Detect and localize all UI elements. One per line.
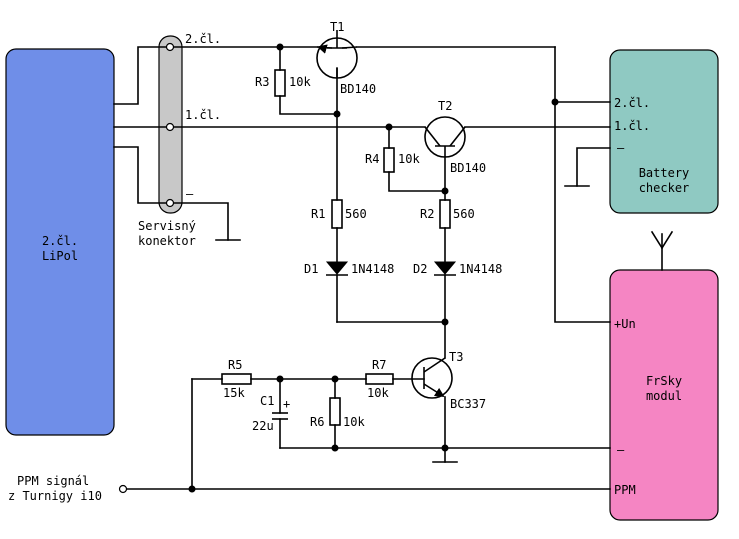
connector-name-line2: konektor bbox=[138, 234, 196, 248]
r7-value: 10k bbox=[367, 386, 389, 400]
frsky-pin-ppm: PPM bbox=[614, 483, 636, 497]
battery-wiring bbox=[113, 46, 241, 241]
junction-dot bbox=[331, 444, 339, 452]
transistor-t2: T2 BD140 bbox=[424, 99, 486, 175]
battery-checker-block: 2.čl. 1.čl. – Battery checker bbox=[609, 49, 719, 214]
frsky-pin-un: +Un bbox=[614, 317, 636, 331]
frsky-module-body bbox=[609, 269, 719, 521]
cell2-rail bbox=[173, 43, 611, 323]
r3-value: 10k bbox=[289, 75, 311, 89]
r4-value: 10k bbox=[398, 152, 420, 166]
d1-value: 1N4148 bbox=[351, 262, 394, 276]
junction-dot bbox=[441, 318, 449, 326]
ppm-input: PPM signál z Turnigy i10 bbox=[8, 474, 611, 503]
c1-polarity: + bbox=[283, 397, 290, 411]
c1-ref: C1 bbox=[260, 394, 274, 408]
cell1-rail bbox=[173, 123, 611, 131]
r5-value: 15k bbox=[223, 386, 245, 400]
battery-checker-pin-minus: – bbox=[617, 141, 625, 155]
d1-ref: D1 bbox=[304, 262, 318, 276]
lipol-battery-block: 2.čl. LiPol bbox=[5, 48, 115, 436]
r3-ref: R3 bbox=[255, 75, 269, 89]
r6-value: 10k bbox=[343, 415, 365, 429]
resistor-r3: R3 10k bbox=[255, 69, 311, 97]
frsky-label-line1: FrSky bbox=[646, 374, 682, 388]
t3-value: BC337 bbox=[450, 397, 486, 411]
d2-value: 1N4148 bbox=[459, 262, 502, 276]
resistor-r4: R4 10k bbox=[365, 147, 420, 173]
ppm-input-label-line2: z Turnigy i10 bbox=[8, 489, 102, 503]
t2-ref: T2 bbox=[438, 99, 452, 113]
junction-dot bbox=[551, 98, 559, 106]
diode-d2-icon bbox=[433, 261, 457, 275]
diode-d1: D1 1N4148 bbox=[304, 227, 394, 323]
junction-dot bbox=[188, 485, 196, 493]
r2-value: 560 bbox=[453, 207, 475, 221]
diode-join-wiring bbox=[336, 318, 449, 359]
frsky-pin-minus: – bbox=[617, 443, 625, 457]
battery-checker-label-line2: checker bbox=[639, 181, 690, 195]
resistor-r7: R7 10k bbox=[365, 358, 394, 400]
connector-pin-1-icon bbox=[165, 122, 175, 132]
t3-ref: T3 bbox=[449, 350, 463, 364]
connector-pin-1-label: 1.čl. bbox=[185, 108, 221, 122]
junction-dot bbox=[441, 444, 449, 452]
connector-pin-minus-label: – bbox=[186, 187, 194, 201]
lipol-label-line1: 2.čl. bbox=[42, 234, 78, 248]
transistor-t1: T1 BD140 bbox=[316, 20, 376, 96]
t3-base-network bbox=[191, 375, 611, 490]
resistor-r2: R2 560 bbox=[420, 199, 475, 229]
ppm-input-terminal-icon bbox=[118, 484, 128, 494]
d2-ref: D2 bbox=[413, 262, 427, 276]
resistor-r5: R5 15k bbox=[221, 358, 252, 400]
r7-ref: R7 bbox=[372, 358, 386, 372]
junction-dot bbox=[441, 187, 449, 195]
r1-ref: R1 bbox=[311, 207, 325, 221]
t1-bias-wiring bbox=[279, 46, 341, 201]
battery-checker-label-line1: Battery bbox=[639, 166, 690, 180]
battery-checker-body bbox=[609, 49, 719, 214]
transistor-t3: T3 BC337 bbox=[411, 350, 486, 463]
r1-value: 560 bbox=[345, 207, 367, 221]
r5-ref: R5 bbox=[228, 358, 242, 372]
c1-value: 22u bbox=[252, 419, 274, 433]
connector-pin-2-label: 2.čl. bbox=[185, 32, 221, 46]
t2-bias-wiring bbox=[388, 126, 449, 201]
ppm-input-label-line1: PPM signál bbox=[17, 474, 89, 488]
r4-ref: R4 bbox=[365, 152, 379, 166]
junction-dot bbox=[333, 110, 341, 118]
resistor-r6: R6 10k bbox=[310, 397, 365, 429]
service-connector: 2.čl. 1.čl. – Servisný konektor bbox=[138, 32, 221, 248]
checker-ground-wiring bbox=[564, 147, 611, 187]
r6-ref: R6 bbox=[310, 415, 324, 429]
battery-checker-pin-2: 2.čl. bbox=[614, 96, 650, 110]
capacitor-c1: + C1 22u bbox=[252, 394, 290, 433]
t2-value: BD140 bbox=[450, 161, 486, 175]
battery-checker-pin-1: 1.čl. bbox=[614, 119, 650, 133]
frsky-module-block: +Un FrSky modul – PPM bbox=[609, 230, 719, 521]
antenna-icon bbox=[650, 230, 674, 271]
connector-name-line1: Servisný bbox=[138, 219, 196, 233]
frsky-label-line2: modul bbox=[646, 389, 682, 403]
lipol-label-line2: LiPol bbox=[42, 249, 78, 263]
resistor-r1: R1 560 bbox=[311, 199, 367, 229]
connector-pin-minus-icon bbox=[165, 198, 175, 208]
diode-d2: D2 1N4148 bbox=[413, 227, 502, 323]
t1-value: BD140 bbox=[340, 82, 376, 96]
diode-d1-icon bbox=[325, 261, 349, 275]
connector-pin-2-icon bbox=[165, 42, 175, 52]
lipol-battery-body bbox=[5, 48, 115, 436]
t1-ref: T1 bbox=[330, 20, 344, 34]
r2-ref: R2 bbox=[420, 207, 434, 221]
